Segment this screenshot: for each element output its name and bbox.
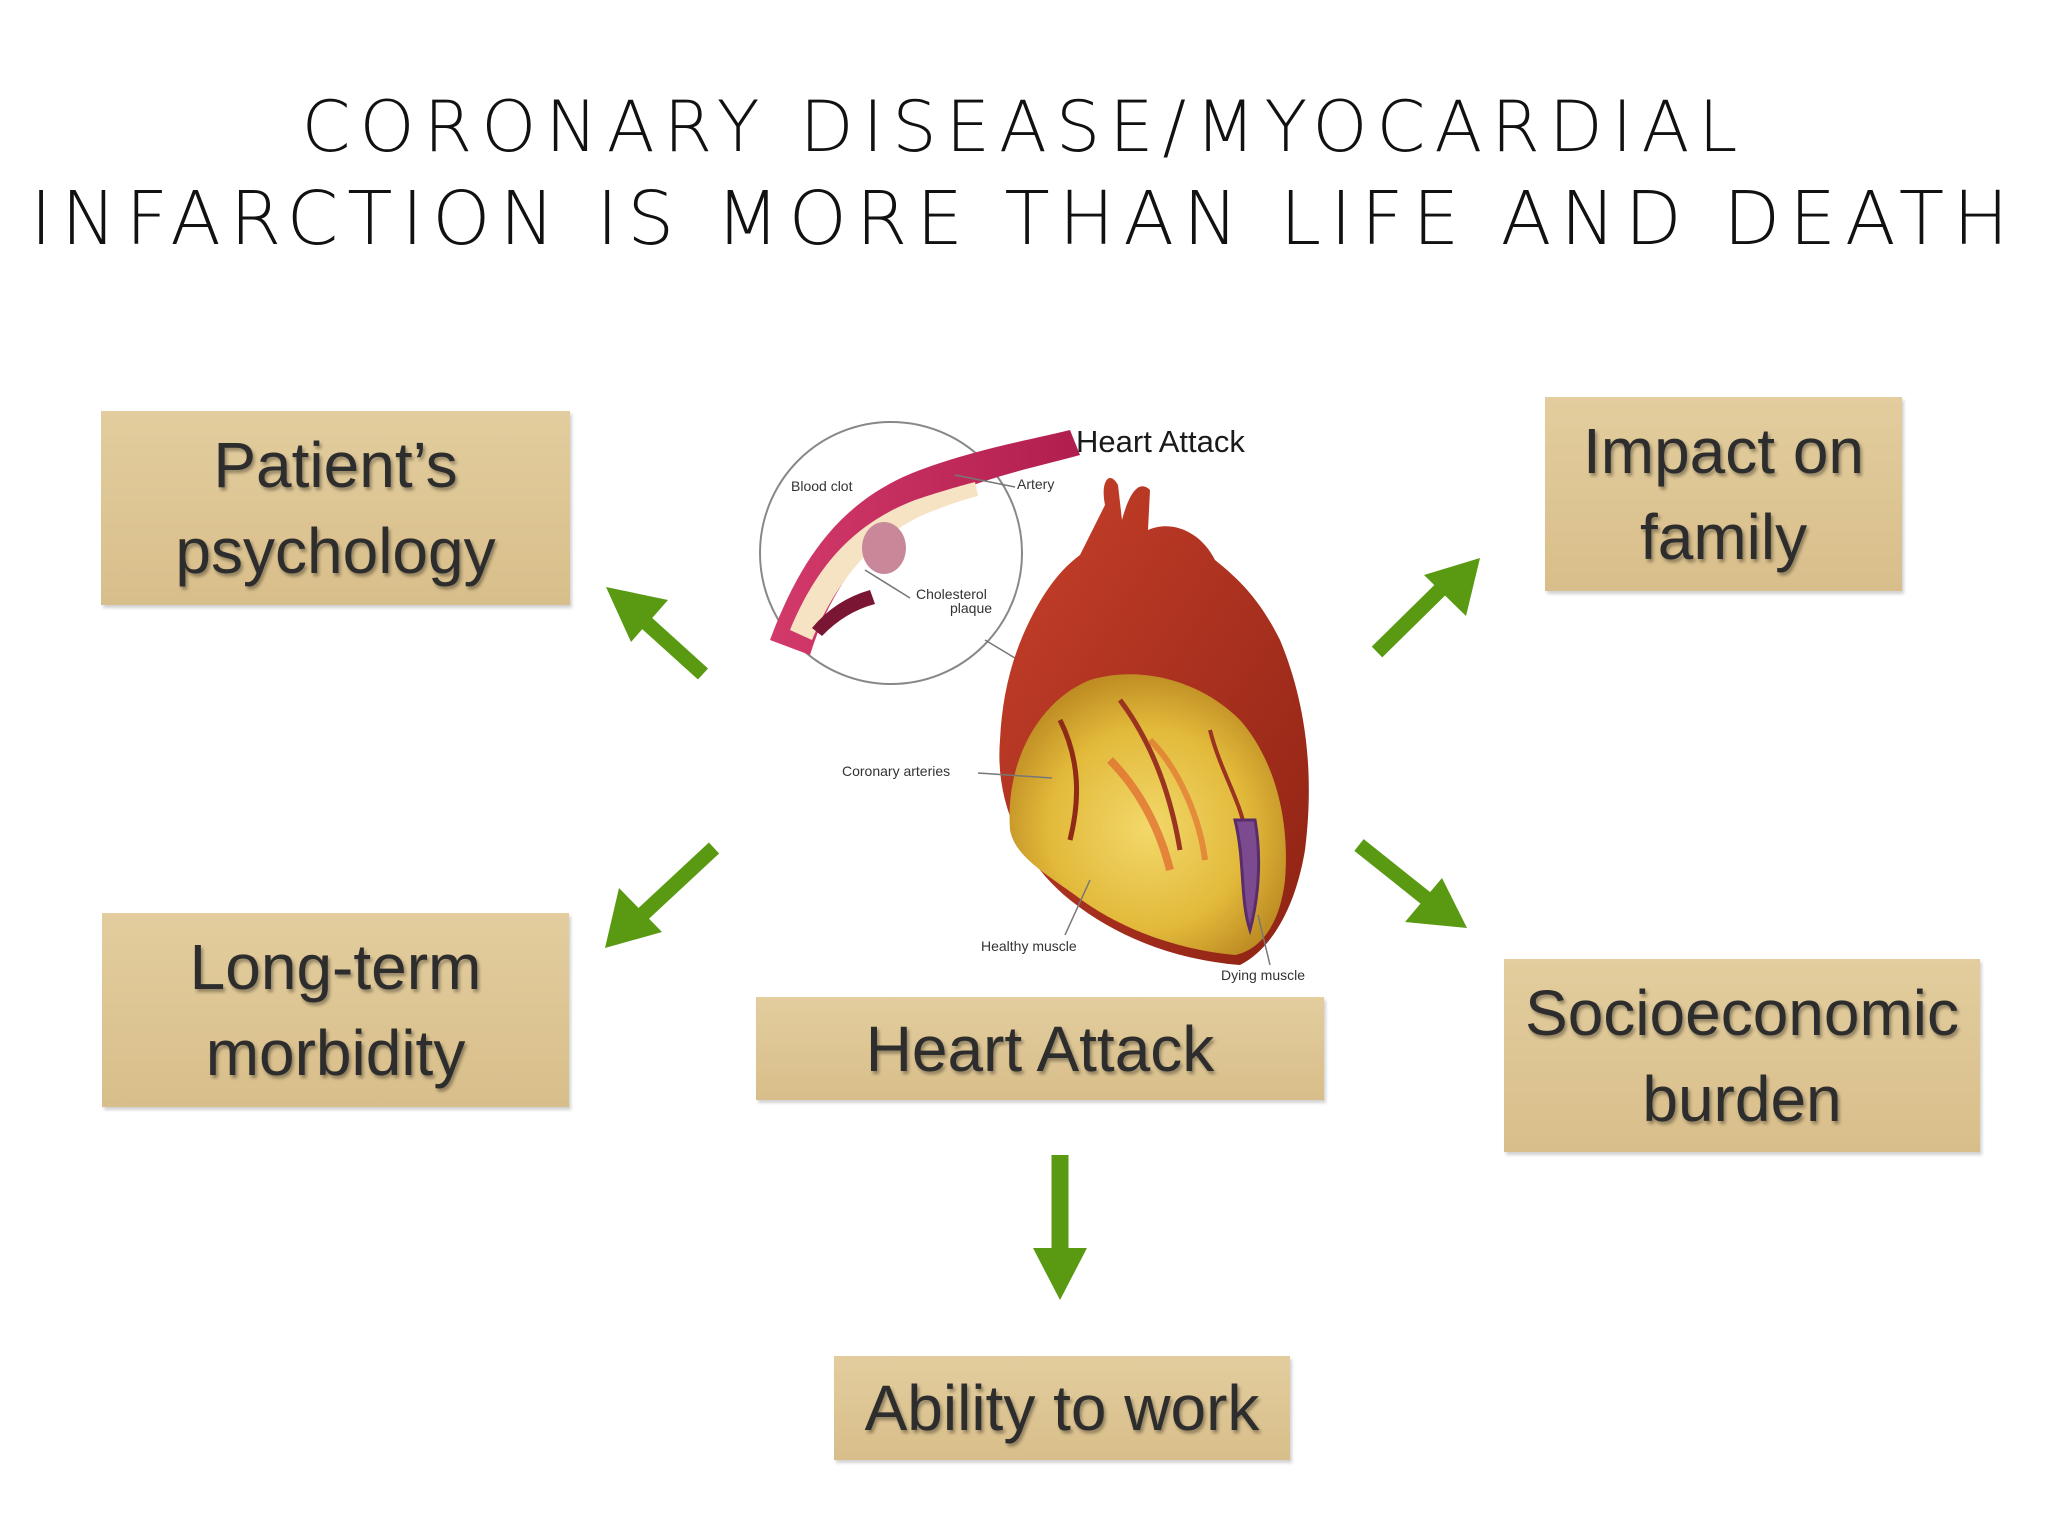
box-socio-line-1: Socioeconomic (1525, 976, 1959, 1049)
box-family-line-2: family (1639, 501, 1808, 573)
arrow-to-work-icon (1033, 1155, 1087, 1300)
box-socio-line-2: burden (1642, 1062, 1842, 1135)
heart-icon (999, 477, 1309, 965)
box-psychology-line-1: Patient’s (213, 429, 458, 501)
label-coronary-arteries: Coronary arteries (842, 763, 951, 779)
box-morbidity-line-2: morbidity (205, 1017, 466, 1089)
label-blood-clot: Blood clot (791, 478, 853, 494)
slide-title-line-1: CORONARY DISEASE/MYOCARDIAL (301, 86, 1747, 168)
box-impact-on-family: Impact on family (1545, 397, 1902, 591)
label-dying-muscle: Dying muscle (1221, 967, 1306, 983)
box-ability-to-work: Ability to work (834, 1356, 1290, 1460)
arrow-to-psychology-icon (606, 587, 709, 680)
box-psychology-line-2: psychology (175, 515, 496, 587)
box-heart-attack: Heart Attack (756, 997, 1324, 1100)
box-socioeconomic-burden: Socioeconomic burden (1504, 959, 1980, 1152)
box-family-line-1: Impact on (1582, 415, 1865, 487)
arrow-to-family-icon (1371, 558, 1480, 658)
arrow-to-socioeconomic-icon (1354, 839, 1467, 928)
box-patients-psychology: Patient’s psychology (101, 411, 570, 605)
box-morbidity-line-1: Long-term (189, 931, 482, 1003)
artery-cross-section-icon (770, 430, 1080, 655)
box-work-label: Ability to work (864, 1372, 1260, 1444)
slide-title-line-2: INFARCTION IS MORE THAN LIFE AND DEATH (30, 176, 2018, 262)
box-heart-attack-label: Heart Attack (865, 1012, 1215, 1085)
label-cholesterol-2: plaque (950, 600, 993, 616)
arrow-to-morbidity-icon (605, 842, 720, 948)
box-long-term-morbidity: Long-term morbidity (102, 913, 569, 1107)
label-artery: Artery (1017, 476, 1055, 492)
illustration-title: Heart Attack (1076, 424, 1245, 459)
label-healthy-muscle: Healthy muscle (981, 938, 1077, 954)
label-cholesterol-1: Cholesterol (916, 586, 987, 602)
